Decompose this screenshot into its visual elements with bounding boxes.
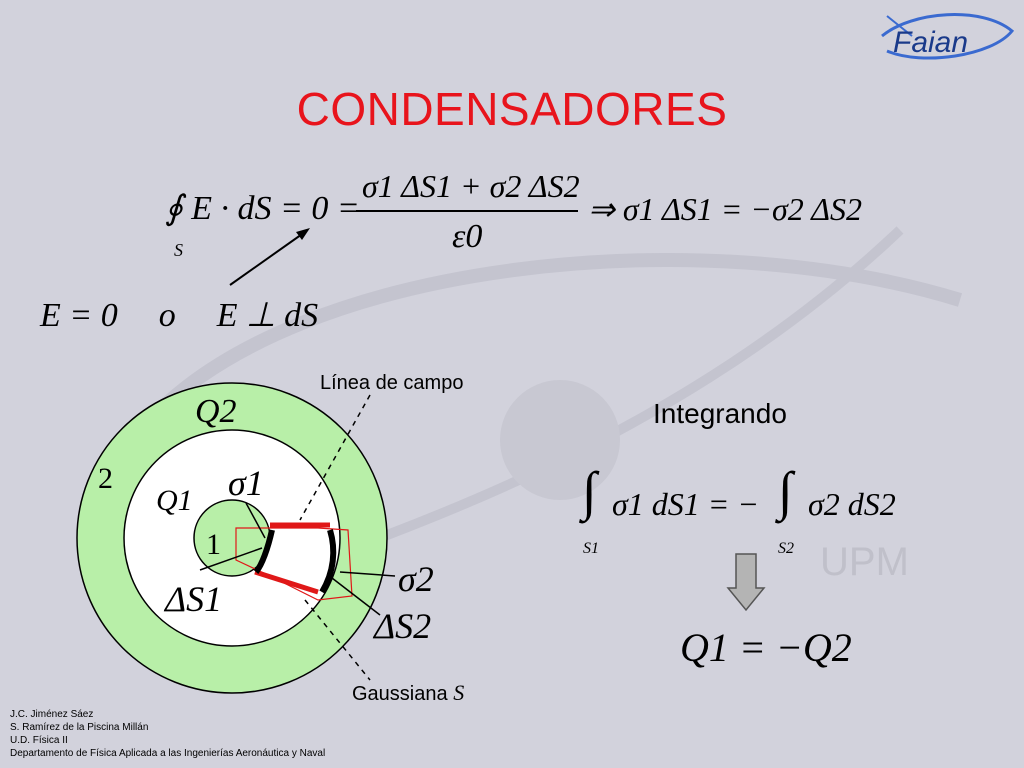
label-Q1: Q1 <box>156 484 193 517</box>
equation-gauss-lhs: ∮ E · dS = 0 = <box>165 190 360 227</box>
integral-sub-1: S1 <box>583 540 599 557</box>
equation-gauss: ∮ E · dS = 0 = <box>165 188 360 228</box>
gaussian-surface <box>235 527 353 601</box>
fraction-bar <box>356 210 578 212</box>
equation-gauss-denominator: ε0 <box>452 218 483 255</box>
equation-condition: E = 0 o E ⊥ dS <box>40 295 318 335</box>
equation-charges: Q1 = −Q2 <box>680 625 852 670</box>
equation-gauss-subscript: S <box>174 240 183 260</box>
field-line-pointer <box>299 394 371 521</box>
watermark-text: UPM <box>820 540 909 584</box>
integral-sign-1: ∫ <box>582 461 597 521</box>
condition-or: o <box>158 297 176 334</box>
credit-line: Departamento de Física Aplicada a las In… <box>10 748 326 759</box>
label-sigma1: σ1 <box>228 463 264 503</box>
equation-integral-rhs: σ2 dS2 <box>808 486 896 522</box>
label-integrando: Integrando <box>653 398 787 429</box>
equation-gauss-numerator: σ1 ΔS1 + σ2 ΔS2 <box>362 168 580 204</box>
label-gaussiana: Gaussiana S <box>352 680 464 706</box>
condition-perpendicular: E ⊥ dS <box>216 297 319 334</box>
integral-sub-2: S2 <box>778 540 794 557</box>
field-line-bottom <box>254 569 319 595</box>
equation-gauss-result: ⇒ σ1 ΔS1 = −σ2 ΔS2 <box>588 191 862 227</box>
down-arrow-icon <box>726 553 766 612</box>
label-region-2: 2 <box>98 462 113 495</box>
label-gaussiana-text: Gaussiana <box>352 683 448 705</box>
label-dS1: ΔS1 <box>165 579 223 619</box>
gaussian-pointer <box>304 599 371 681</box>
integral-sign-2: ∫ <box>778 461 793 521</box>
label-region-1: 1 <box>206 528 221 561</box>
label-gaussiana-symbol: S <box>453 680 465 705</box>
credit-line: U.D. Física II <box>10 735 68 746</box>
page-title: CONDENSADORES <box>296 83 728 135</box>
credit-line: J.C. Jiménez Sáez <box>10 709 94 720</box>
logo-text: Faian <box>893 26 969 59</box>
label-linea-campo: Línea de campo <box>320 372 464 394</box>
label-dS2: ΔS2 <box>374 606 432 646</box>
label-sigma2: σ2 <box>398 559 434 599</box>
equation-integral-lhs: σ1 dS1 = − <box>612 486 759 522</box>
surface-dS2 <box>319 529 337 594</box>
label-Q2: Q2 <box>195 393 237 430</box>
faian-logo <box>881 13 1015 60</box>
condition-e-zero: E = 0 <box>40 297 118 334</box>
credit-line: S. Ramírez de la Piscina Millán <box>10 722 149 733</box>
surface-dS1 <box>253 529 275 574</box>
credits: J.C. Jiménez Sáez S. Ramírez de la Pisci… <box>10 708 325 760</box>
